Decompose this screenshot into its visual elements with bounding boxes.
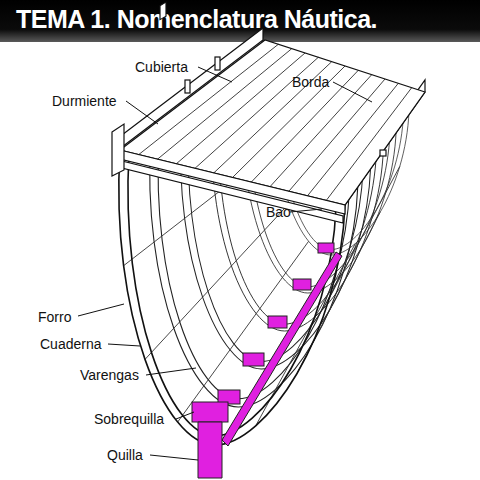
leader-line bbox=[333, 82, 372, 102]
part-label: Forro bbox=[38, 309, 71, 325]
keel-strip bbox=[222, 252, 342, 446]
keel bbox=[198, 422, 222, 478]
part-label: Cuaderna bbox=[40, 336, 102, 352]
leader-lines bbox=[78, 67, 372, 460]
deck-plank bbox=[233, 66, 346, 178]
deck bbox=[112, 2, 425, 223]
leader-line bbox=[78, 304, 124, 316]
deck-plank bbox=[308, 83, 399, 196]
leader-line bbox=[290, 209, 322, 212]
title-text: TEMA 1. Nomenclatura Náutica. bbox=[16, 5, 377, 34]
bollard bbox=[380, 150, 386, 156]
keel-parts bbox=[192, 243, 342, 478]
deck-edge bbox=[120, 150, 345, 214]
floor-block bbox=[268, 316, 287, 328]
beam bbox=[122, 161, 343, 223]
stanchion bbox=[185, 80, 190, 93]
leader-line bbox=[108, 344, 140, 346]
deck-plank bbox=[270, 75, 372, 187]
part-label: Quilla bbox=[107, 447, 143, 463]
part-label: Borda bbox=[292, 74, 329, 90]
clamp bbox=[112, 124, 124, 176]
floor-block bbox=[318, 243, 334, 253]
floor-block bbox=[243, 353, 264, 366]
stanchion bbox=[215, 57, 220, 70]
part-label: Sobrequilla bbox=[94, 411, 164, 427]
leader-line bbox=[126, 101, 158, 124]
leader-line bbox=[150, 455, 198, 460]
leader-line bbox=[146, 368, 196, 375]
keelson bbox=[192, 402, 228, 422]
deck-surface bbox=[120, 40, 425, 205]
floor-block bbox=[293, 279, 311, 290]
leader-line bbox=[176, 412, 194, 419]
part-label: Durmiente bbox=[52, 93, 117, 109]
strake bbox=[145, 204, 289, 360]
leader-line bbox=[198, 67, 232, 82]
part-label: Bao bbox=[266, 204, 291, 220]
deck-plank bbox=[214, 62, 332, 173]
stanchion bbox=[160, 2, 166, 19]
deck-plank bbox=[289, 79, 385, 191]
deck-plank bbox=[326, 88, 411, 201]
part-label: Cubierta bbox=[135, 59, 188, 75]
part-label: Varengas bbox=[80, 367, 139, 383]
deck-plank bbox=[195, 57, 318, 168]
